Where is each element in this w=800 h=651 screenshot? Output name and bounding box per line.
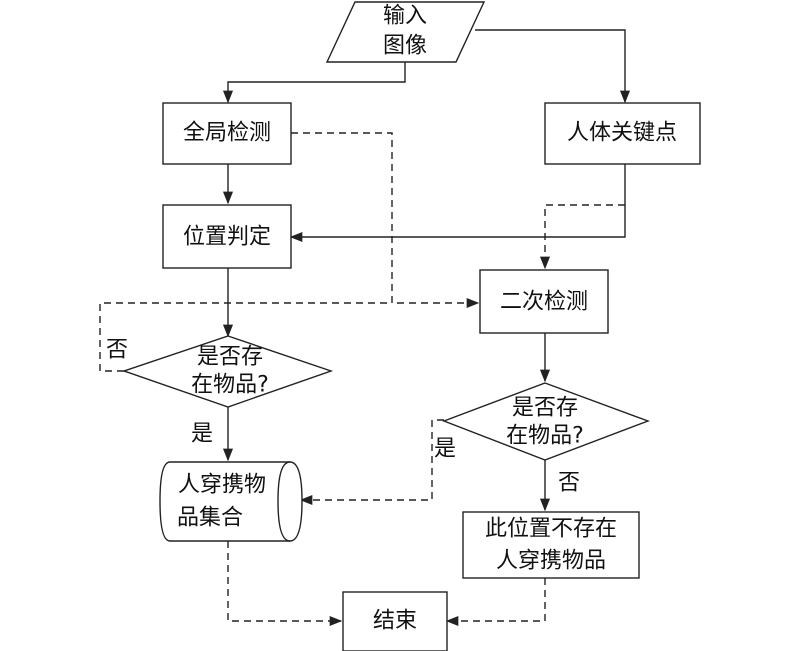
decision2-yes-label: 是 [434,437,456,462]
node-decision2: 是否存 在物品? [442,382,650,461]
node-decision1: 是否存 在物品? [121,335,334,408]
node-input-image: 输入 图像 [325,1,486,63]
edge-itemset-to-end [227,541,343,627]
decision2-line1: 是否存 [512,396,578,421]
global-detect-label: 全局检测 [183,121,271,146]
edge-global-to-second [291,132,480,309]
decision1-no-label: 否 [106,338,128,363]
edge-keypoints-to-position [289,164,626,243]
input-image-line2: 图像 [383,34,427,59]
keypoints-label: 人体关键点 [567,121,677,146]
decision2-no-label: 否 [558,471,580,496]
end-label: 结束 [373,609,417,634]
edge-input-to-global [222,62,406,104]
edge-input-to-keypoints [475,29,631,104]
edge-decision1-no [99,302,392,372]
input-image-line1: 输入 [383,4,427,29]
item-set-line1: 人穿携物 [178,473,266,498]
edge-keypoints-to-second [539,204,625,270]
node-position-judge: 位置判定 [162,204,292,269]
no-item-line1: 此位置不存在 [485,517,617,542]
decision1-line2: 在物品? [191,373,269,398]
node-global-detect: 全局检测 [162,102,292,165]
position-judge-label: 位置判定 [183,225,271,250]
decision1-yes-label: 是 [191,422,213,447]
node-end: 结束 [342,591,448,651]
node-item-set: 人穿携物 品集合 [159,461,303,542]
decision2-line2: 在物品? [506,424,584,449]
second-detect-label: 二次检测 [500,290,588,315]
no-item-line2: 人穿携物品 [496,549,606,574]
node-no-item: 此位置不存在 人穿携物品 [462,511,640,579]
node-keypoints: 人体关键点 [544,102,701,165]
node-second-detect: 二次检测 [479,269,609,334]
edge-decision2-yes [299,419,444,506]
item-set-line2: 品集合 [177,506,243,531]
decision1-line1: 是否存 [197,345,263,370]
edge-noitem-to-end [445,578,546,627]
